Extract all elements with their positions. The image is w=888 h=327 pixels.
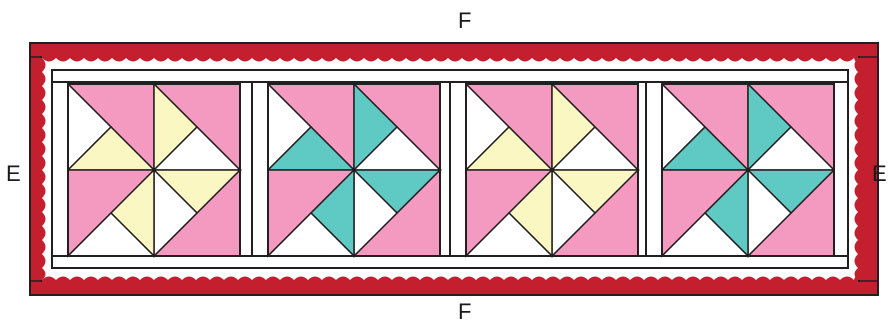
sashing-top bbox=[51, 69, 849, 83]
scallop-right bbox=[854, 58, 860, 280]
pinwheel-block-4 bbox=[660, 82, 836, 258]
sashing-vertical bbox=[833, 81, 849, 257]
label-bottom-border: F bbox=[458, 299, 472, 324]
pinwheel-block-2 bbox=[266, 82, 442, 258]
pinwheel-block-3 bbox=[464, 82, 640, 258]
sashing-vertical bbox=[449, 81, 467, 257]
scallop-bottom bbox=[42, 276, 858, 282]
label-right-border: E bbox=[872, 161, 887, 186]
sashing-vertical bbox=[251, 81, 269, 257]
sashing-vertical bbox=[51, 81, 69, 257]
sashing-bottom bbox=[51, 255, 849, 269]
label-left-border: E bbox=[6, 161, 21, 186]
sashing-vertical bbox=[645, 81, 663, 257]
scallop-top bbox=[42, 56, 858, 62]
pinwheel-blocks bbox=[51, 81, 849, 258]
scallop-left bbox=[40, 58, 46, 280]
label-top-border: F bbox=[458, 8, 472, 33]
scalloped-edges bbox=[40, 56, 860, 282]
pinwheel-block-1 bbox=[66, 82, 242, 258]
